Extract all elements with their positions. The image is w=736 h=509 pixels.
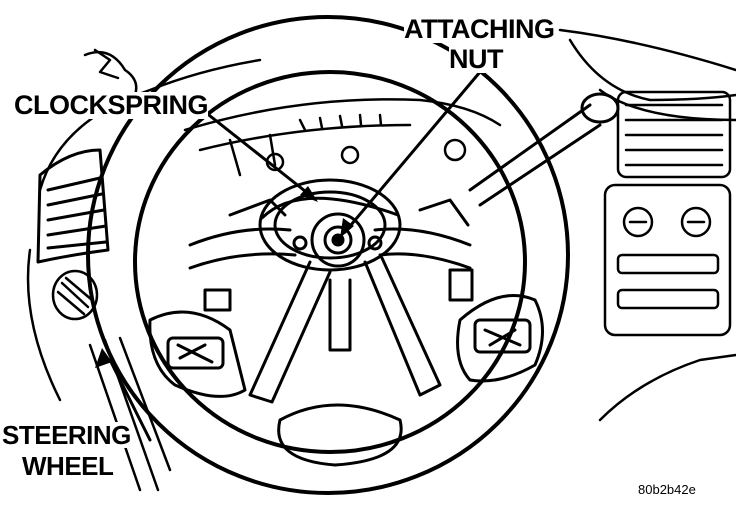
- clockspring-label: CLOCKSPRING: [14, 90, 209, 120]
- left-knob: [51, 269, 99, 321]
- horn-pad-bottom: [277, 403, 403, 467]
- figure-id: 80b2b42e: [638, 482, 696, 497]
- leader-arrowheads: [95, 186, 354, 368]
- steering-wheel-rim: [86, 15, 570, 495]
- steering-wheel-label-line2: WHEEL: [22, 451, 114, 481]
- left-air-vent: [36, 148, 110, 264]
- steering-wheel-label-line1: STEERING: [2, 420, 131, 450]
- dashboard: [26, 28, 736, 422]
- spokes: [188, 198, 472, 404]
- attaching-nut-label-line1: ATTACHING: [404, 14, 555, 44]
- turn-signal-stalk: [468, 92, 620, 207]
- instrument-cluster: [183, 98, 502, 177]
- right-control-panel: [603, 183, 732, 337]
- attaching-nut-label-line2: NUT: [449, 44, 504, 74]
- left-switch-pod: [148, 288, 247, 398]
- leader-lines: [108, 70, 482, 442]
- right-air-vent: [616, 90, 732, 179]
- wiring-harness: [83, 48, 138, 97]
- right-switch-pod: [448, 268, 544, 383]
